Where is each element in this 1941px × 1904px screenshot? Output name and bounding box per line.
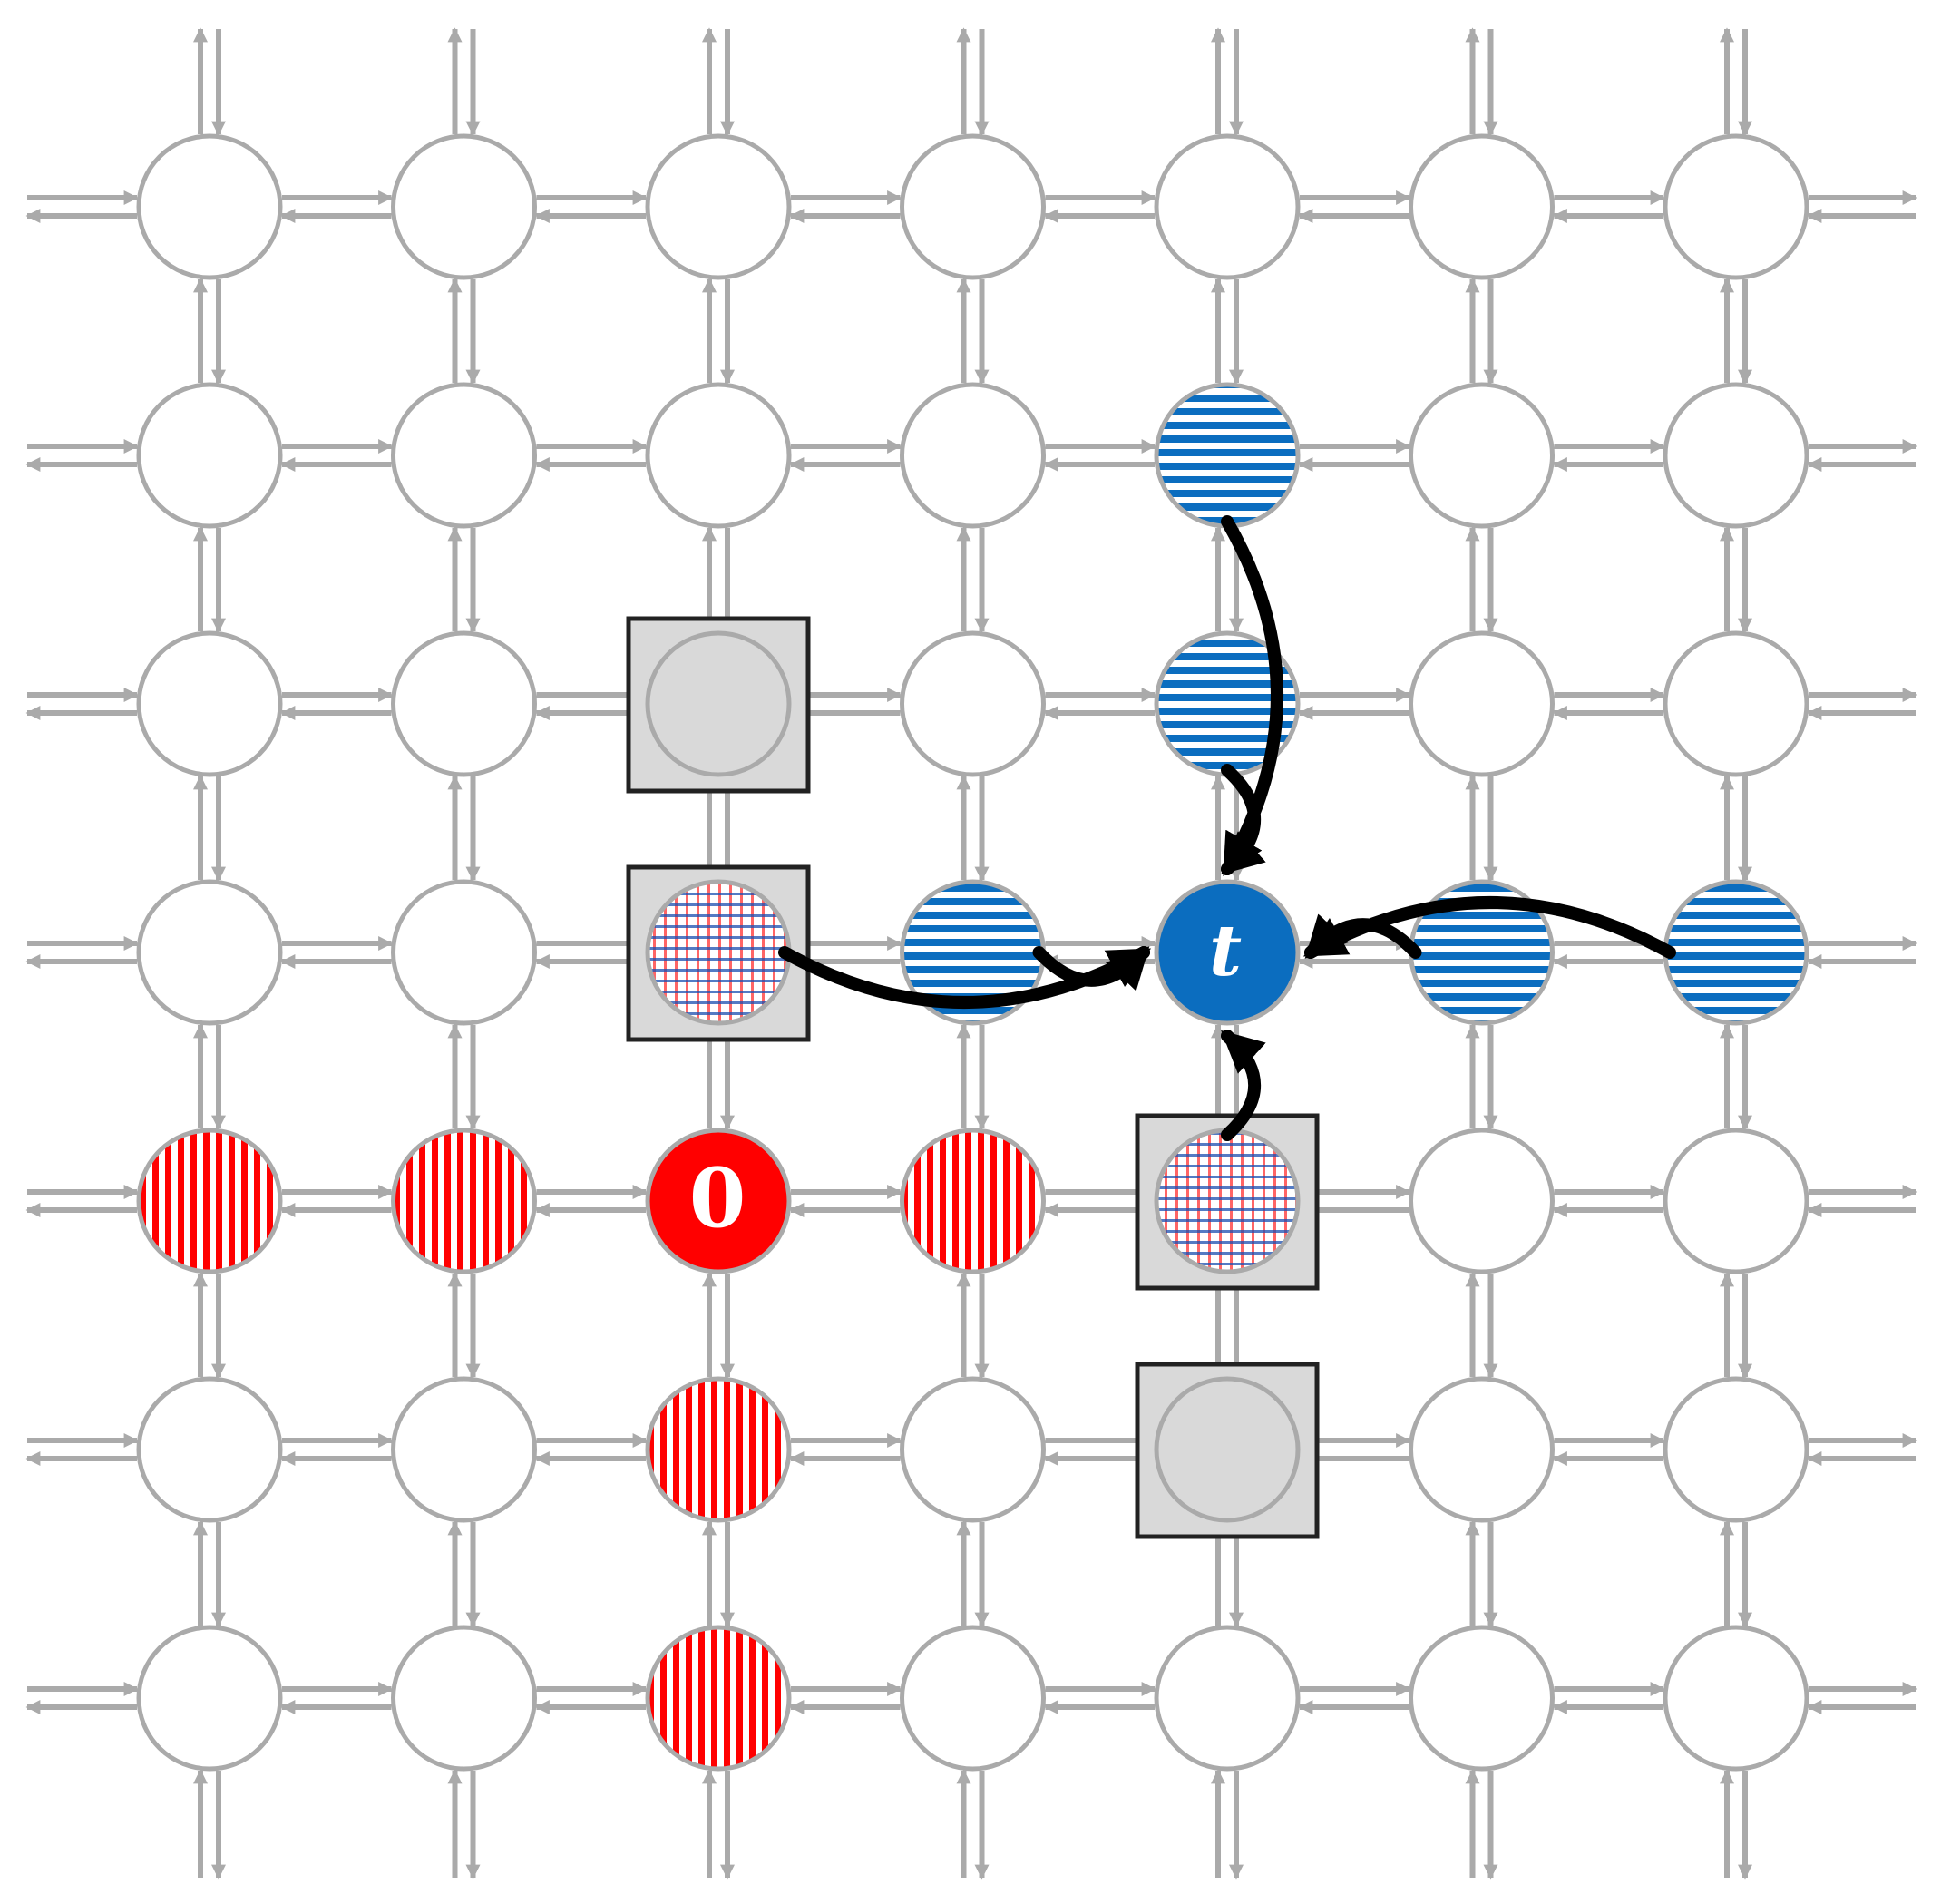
lattice-node bbox=[391, 382, 537, 529]
lattice-node bbox=[391, 879, 537, 1026]
source-node-label: 0 bbox=[689, 1150, 746, 1246]
lattice-node bbox=[1409, 630, 1555, 777]
influence-arrows bbox=[778, 515, 1676, 1141]
target-node-label: t bbox=[1209, 910, 1242, 992]
lattice-node bbox=[136, 382, 283, 529]
lattice-node bbox=[1663, 1376, 1809, 1523]
lattice-node bbox=[1409, 1376, 1555, 1523]
lattice-node bbox=[136, 879, 283, 1026]
lattice-node bbox=[391, 133, 537, 280]
lattice-node bbox=[136, 1376, 283, 1523]
lattice-node bbox=[645, 133, 792, 280]
lattice-node bbox=[900, 630, 1046, 777]
influence-arrow bbox=[778, 946, 1152, 1009]
target-node bbox=[1154, 879, 1301, 1026]
lattice-node bbox=[645, 382, 792, 529]
lattice-node bbox=[1409, 1625, 1555, 1772]
lattice-node bbox=[900, 1625, 1046, 1772]
lattice-nodes bbox=[136, 133, 1809, 1772]
lattice-node bbox=[900, 382, 1046, 529]
gray-node bbox=[645, 630, 792, 777]
gray-node bbox=[1154, 1376, 1301, 1523]
red-striped-node bbox=[645, 1625, 792, 1772]
lattice-node bbox=[1663, 1128, 1809, 1274]
lattice-node bbox=[900, 1376, 1046, 1523]
checkered-node bbox=[645, 879, 792, 1026]
red-striped-node bbox=[391, 1128, 537, 1274]
lattice-links bbox=[25, 27, 1917, 1880]
lattice-node bbox=[391, 1376, 537, 1523]
red-striped-node bbox=[136, 1128, 283, 1274]
red-striped-node bbox=[900, 1128, 1046, 1274]
node-labels: 0 t bbox=[689, 910, 1242, 1246]
red-striped-node bbox=[645, 1376, 792, 1523]
source-node bbox=[645, 1128, 792, 1274]
lattice-node bbox=[1663, 630, 1809, 777]
blue-striped-node bbox=[1154, 382, 1301, 529]
lattice-node bbox=[1154, 133, 1301, 280]
lattice-node bbox=[900, 133, 1046, 280]
blue-striped-node bbox=[1663, 879, 1809, 1026]
lattice-node bbox=[1663, 382, 1809, 529]
lattice-node bbox=[1409, 382, 1555, 529]
lattice-node bbox=[391, 630, 537, 777]
lattice-node bbox=[1663, 1625, 1809, 1772]
lattice-node bbox=[136, 630, 283, 777]
lattice-node bbox=[1409, 133, 1555, 280]
lattice-node bbox=[1409, 1128, 1555, 1274]
influence-arrow bbox=[1221, 1030, 1266, 1141]
lattice-node bbox=[1154, 1625, 1301, 1772]
lattice-node bbox=[391, 1625, 537, 1772]
checkered-node bbox=[1154, 1128, 1301, 1274]
lattice-node bbox=[1663, 133, 1809, 280]
lattice-node bbox=[136, 1625, 283, 1772]
influence-arrow bbox=[1302, 896, 1676, 959]
lattice-node bbox=[136, 133, 283, 280]
influence-arrow bbox=[1221, 764, 1266, 875]
